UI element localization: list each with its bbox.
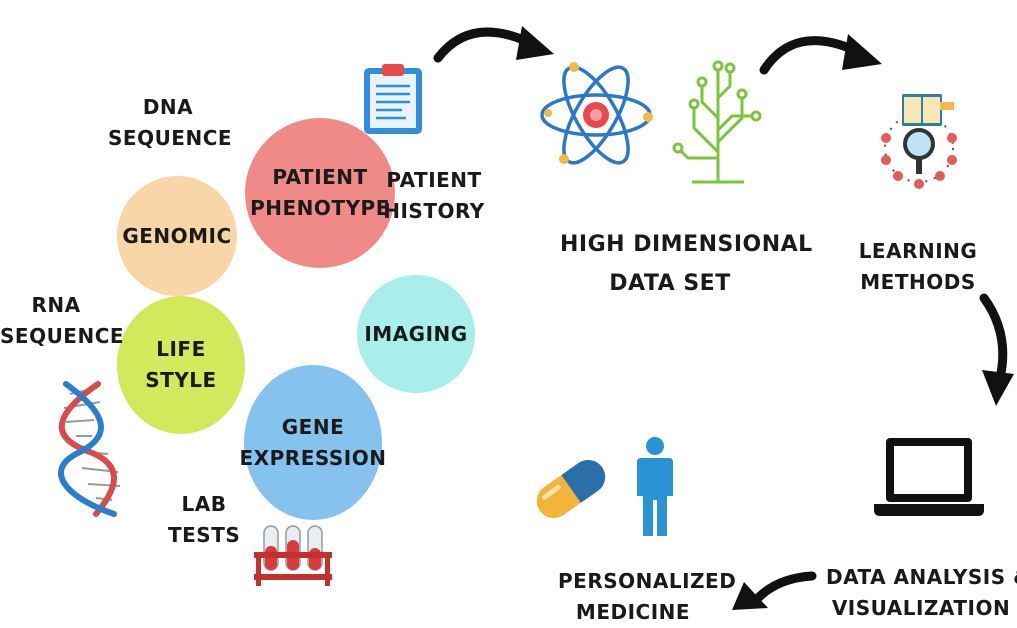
personalized-medicine-label: PERSONALIZED MEDICINE	[558, 569, 737, 624]
dna-sequence-label: DNA SEQUENCE	[108, 95, 233, 150]
patient-phenotype-line1: PATIENT	[272, 165, 368, 189]
lab-tests-label: LAB TESTS	[168, 492, 241, 547]
rna-sequence-label: RNA SEQUENCE	[0, 293, 125, 348]
book-lens-icon	[881, 94, 957, 189]
person-icon	[637, 437, 673, 536]
curved-arrow-icon	[979, 293, 1014, 406]
atom-icon	[540, 62, 653, 165]
laptop-icon	[874, 438, 984, 516]
life-style-line1: LIFE	[156, 337, 206, 361]
circuit-tree-icon	[672, 60, 762, 184]
patient-history-label: PATIENT HISTORY	[383, 168, 485, 223]
circle-patient-phenotype: PATIENT PHENOTYPE	[245, 118, 395, 268]
dna-helix-icon	[58, 381, 121, 517]
capsule-icon	[536, 459, 606, 519]
high-dimensional-label: HIGH DIMENSIONAL DATA SET	[560, 232, 813, 296]
circle-life-style: LIFE STYLE	[117, 296, 245, 434]
curved-arrow-icon	[732, 571, 817, 610]
curved-arrow-icon	[759, 34, 882, 75]
patient-phenotype-line2: PHENOTYPE	[250, 196, 390, 220]
genomic-label: GENOMIC	[122, 223, 232, 248]
imaging-label: IMAGING	[364, 321, 468, 346]
curved-arrow-icon	[433, 26, 554, 63]
learning-methods-label: LEARNING METHODS	[858, 239, 978, 294]
circle-gene-expression: GENE EXPRESSION	[240, 365, 386, 520]
gene-expression-line1: GENE	[281, 414, 345, 439]
circle-imaging: IMAGING	[357, 275, 475, 393]
data-analysis-label: DATA ANALYSIS & VISUALIZATION	[826, 565, 1017, 620]
clipboard-icon	[364, 64, 422, 134]
test-tubes-icon	[254, 525, 332, 586]
gene-expression-line2: EXPRESSION	[239, 445, 387, 470]
circle-genomic: GENOMIC	[117, 176, 237, 296]
life-style-line2: STYLE	[145, 368, 217, 392]
